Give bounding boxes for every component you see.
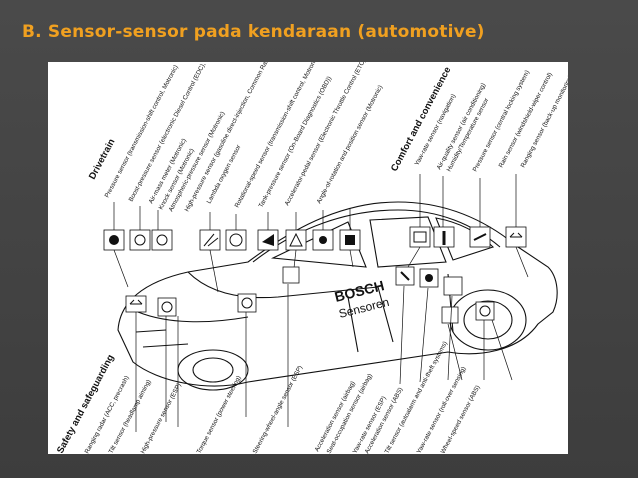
wheel-speed-icon — [475, 301, 495, 321]
boost-pressure-icon — [129, 229, 151, 251]
high-pressure-rail-icon — [282, 266, 300, 284]
bottom-left-labels: Ranging radar (ACC, precrash) Tilt senso… — [84, 365, 305, 454]
slide-title: B. Sensor-sensor pada kendaraan (automot… — [22, 22, 485, 42]
bottom-right-leader-lines — [399, 285, 513, 385]
knock-sensor-icon — [199, 229, 221, 251]
diagram-canvas: BOSCH Sensoren Drivetrain Comfort and co… — [55, 62, 568, 454]
air-mass-meter-icon — [151, 229, 173, 251]
bottom-left-icons — [125, 284, 289, 432]
heading-safety: Safety and safeguarding — [55, 353, 117, 454]
label-rotational-speed-sensor: Rotational-speed sensor (transmission-sh… — [234, 62, 321, 209]
yaw-rate-navigation-icon — [409, 226, 431, 248]
bosch-badge: BOSCH Sensoren — [333, 277, 391, 321]
mid-car-icons — [282, 266, 495, 324]
tilt-alarm-icon — [443, 276, 463, 296]
top-labels: Pressure sensor (transmission-shift cont… — [104, 62, 568, 213]
label-angle-of-rotation-sensor: Angle-of-rotation and position sensor (M… — [316, 84, 385, 205]
torque-sensor-icon — [237, 293, 257, 313]
automotive-sensor-diagram: BOSCH Sensoren Drivetrain Comfort and co… — [48, 62, 568, 454]
lambda-sensor-icon — [225, 229, 247, 251]
label-lambda-oxygen-sensor: Lambda oxygen sensor — [206, 144, 243, 205]
label-torque-sensor: Torque sensor (power steering) — [196, 375, 243, 454]
label-high-pressure-sensor: High-pressure sensor (gasoline direct-in… — [184, 62, 272, 213]
heading-drivetrain: Drivetrain — [87, 137, 118, 181]
top-leader-lines — [113, 174, 529, 293]
top-sensor-icons — [103, 226, 527, 251]
tilt-headlamp-icon — [157, 297, 177, 317]
yaw-rollover-icon — [441, 306, 459, 324]
